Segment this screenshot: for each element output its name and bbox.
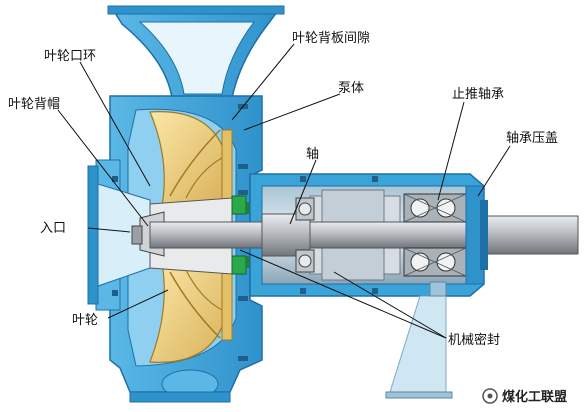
watermark: 煤化工联盟	[482, 388, 567, 405]
label-shaft: 轴	[306, 147, 319, 162]
label-mech-seal: 机械密封	[448, 332, 500, 348]
support-foot	[385, 281, 453, 399]
watermark-text: 煤化工联盟	[502, 389, 567, 405]
label-pump-body: 泵体	[338, 81, 364, 96]
label-inlet: 入口	[40, 221, 66, 236]
watermark-logo-icon	[482, 388, 498, 404]
label-thrust-bearing: 止推轴承	[452, 87, 504, 102]
label-back-gap: 叶轮背板间隙	[292, 31, 370, 46]
bearing-cover-shape	[465, 185, 488, 285]
inner-bearing	[295, 197, 315, 273]
label-bearing-cover: 轴承压盖	[506, 131, 558, 146]
outlet-nozzle	[107, 5, 285, 99]
shaft-shape	[149, 213, 579, 257]
label-impeller: 叶轮	[72, 313, 98, 328]
leader-lines	[57, 43, 511, 339]
thrust-bearing-shape	[403, 193, 467, 277]
label-impeller-ring: 叶轮口环	[44, 49, 96, 64]
label-impeller-cap: 叶轮背帽	[8, 96, 60, 112]
